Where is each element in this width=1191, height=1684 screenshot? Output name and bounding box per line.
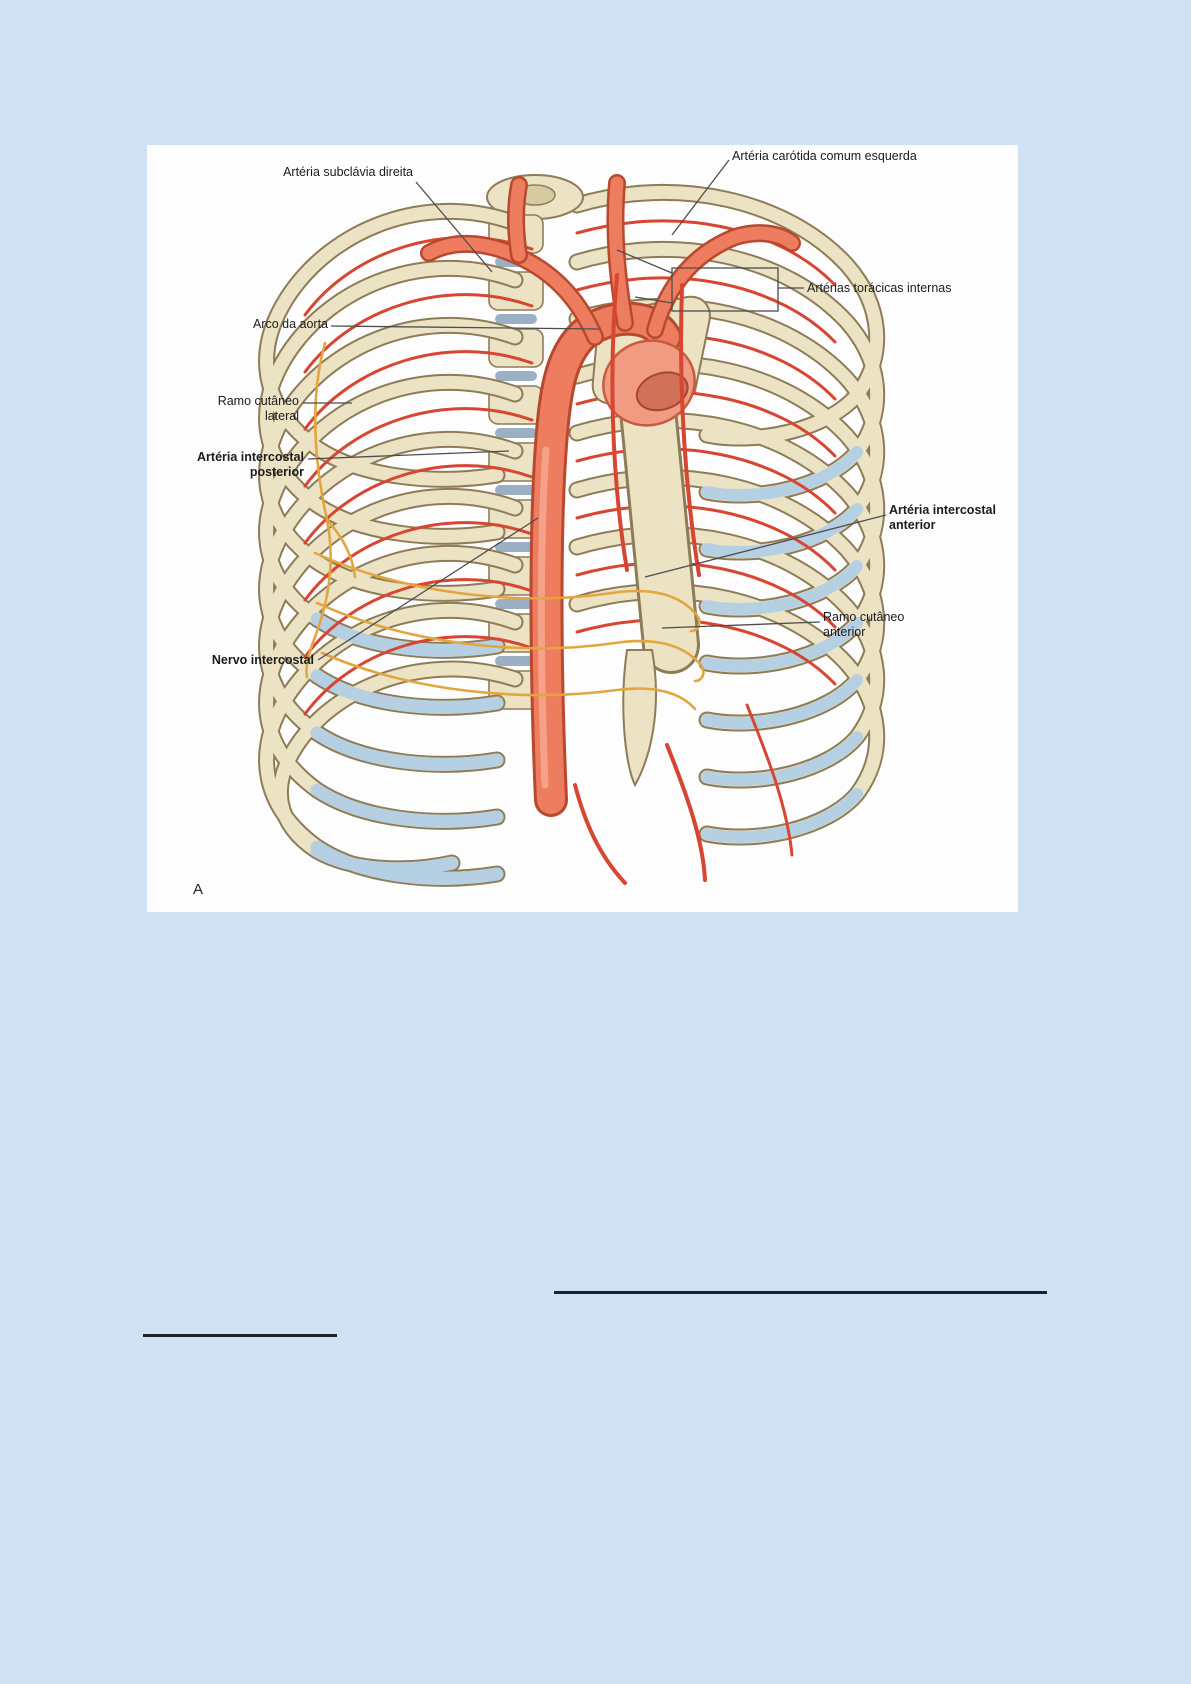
label-line: Artéria intercostal bbox=[197, 450, 304, 464]
leader-art-posterior bbox=[307, 450, 510, 460]
label-ramo-cutaneo-anterior: Ramo cutâneo anterior bbox=[823, 610, 904, 640]
label-arteria-carotida-comum-esquerda: Artéria carótida comum esquerda bbox=[732, 149, 917, 163]
label-arco-da-aorta: Arco da aorta bbox=[252, 317, 328, 331]
underline-rule-long bbox=[554, 1291, 1047, 1294]
label-arteria-intercostal-anterior: Artéria intercostal anterior bbox=[889, 503, 996, 533]
label-line: posterior bbox=[249, 465, 304, 479]
label-line: Ramo cutâneo bbox=[217, 394, 299, 408]
ribcage-illustration bbox=[258, 159, 887, 887]
leader-ramo-anterior bbox=[661, 621, 821, 629]
label-arteria-subclavia-direita: Artéria subclávia direita bbox=[283, 165, 413, 179]
label-line: anterior bbox=[823, 625, 866, 639]
label-line: Ramo cutâneo bbox=[823, 610, 905, 624]
underline-rule-short bbox=[143, 1334, 337, 1337]
label-line: lateral bbox=[264, 409, 299, 423]
anatomy-figure: Artéria subclávia direita Artéria caróti… bbox=[147, 145, 1018, 912]
label-line: anterior bbox=[889, 518, 936, 532]
label-line: Artéria intercostal bbox=[889, 503, 996, 517]
panel-label-a: A bbox=[193, 881, 204, 898]
bracket-toracicas bbox=[671, 267, 779, 312]
leader-arco bbox=[330, 325, 600, 330]
label-nervo-intercostal: Nervo intercostal bbox=[211, 653, 314, 667]
label-arteria-intercostal-posterior: Artéria intercostal posterior bbox=[187, 450, 304, 480]
leader-carotida bbox=[671, 159, 730, 236]
label-arterias-toracicas-internas: Artérias torácicas internas bbox=[807, 281, 952, 295]
leader-nervo bbox=[317, 517, 539, 661]
leader-subclavia bbox=[415, 181, 493, 273]
leader-art-anterior bbox=[644, 514, 887, 578]
label-ramo-cutaneo-lateral: Ramo cutâneo lateral bbox=[197, 394, 299, 424]
